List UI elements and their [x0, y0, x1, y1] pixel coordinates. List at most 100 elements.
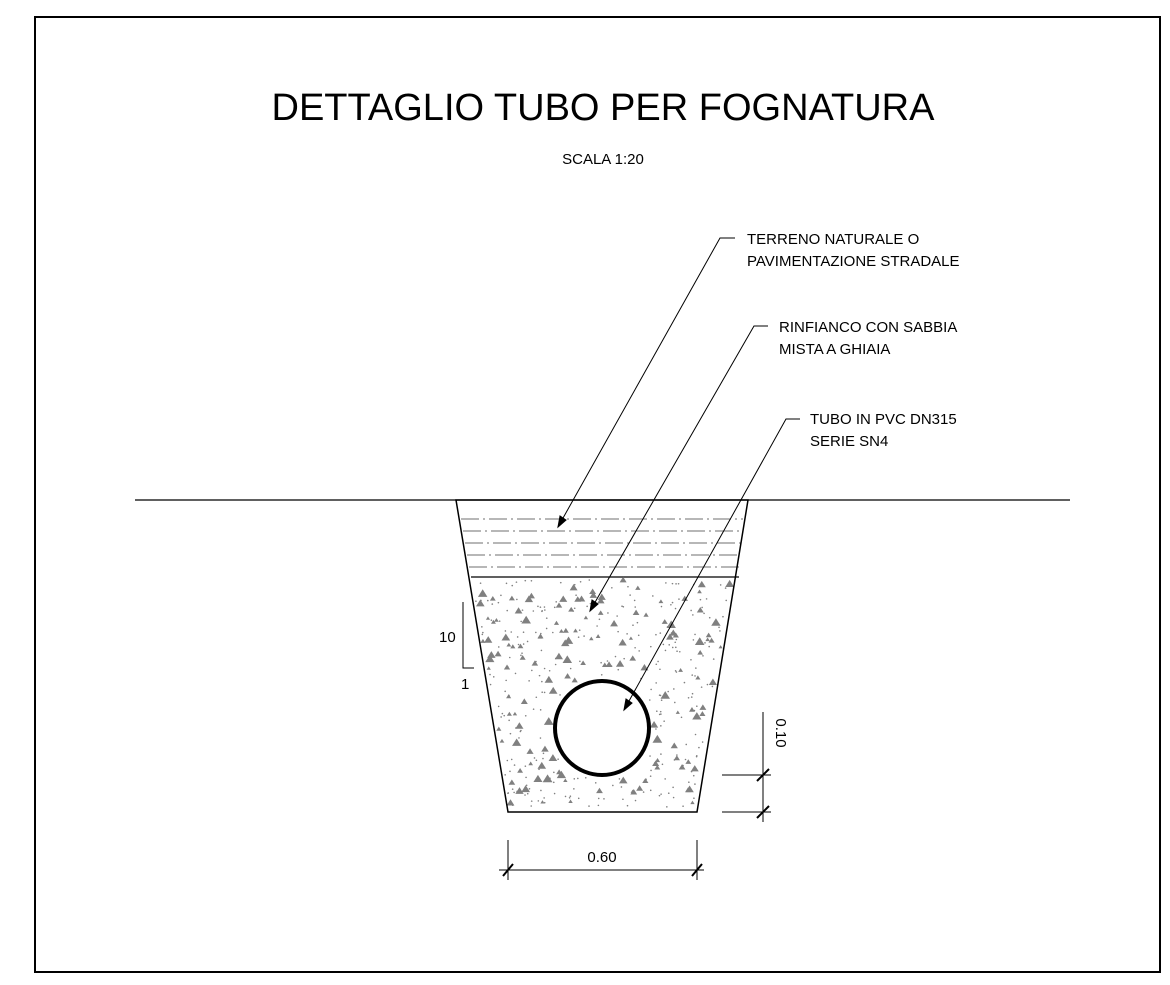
gravel-speck [692, 614, 694, 616]
gravel-speck [573, 607, 576, 610]
gravel-speck [699, 638, 701, 640]
gravel-speck [535, 696, 538, 699]
gravel-speck [724, 587, 727, 589]
gravel-speck [615, 660, 625, 667]
gravel-speck [655, 633, 657, 636]
gravel-speck [690, 659, 692, 661]
gravel-speck [690, 696, 693, 698]
gravel-speck [711, 618, 721, 626]
gravel-speck [597, 593, 606, 600]
gravel-speck [661, 763, 664, 766]
gravel-speck [654, 758, 661, 763]
gravel-speck [484, 636, 493, 643]
gravel-speck [632, 624, 634, 626]
gravel-speck [575, 594, 577, 597]
gravel-speck [642, 778, 649, 784]
gravel-speck [497, 646, 500, 648]
gravel-speck [690, 800, 695, 805]
gravel-speck [718, 645, 723, 649]
gravel-speck [667, 690, 669, 693]
gravel-speck [568, 796, 571, 799]
gravel-speck [626, 633, 628, 635]
gravel-speck [705, 598, 708, 600]
gravel-speck [650, 769, 652, 772]
gravel-speck [569, 667, 572, 670]
gravel-speck [543, 801, 546, 804]
gravel-speck [542, 752, 545, 755]
gravel-speck [583, 615, 589, 620]
gravel-speck [650, 645, 652, 648]
gravel-speck [504, 774, 506, 776]
gravel-speck [636, 621, 639, 624]
gravel-speck [623, 657, 625, 660]
gravel-speck [475, 599, 485, 607]
gravel-speck [580, 660, 586, 666]
gravel-speck [603, 798, 605, 800]
gravel-speck [520, 698, 528, 704]
gravel-speck [725, 599, 728, 602]
gravel-speck [660, 713, 662, 715]
gravel-speck [705, 637, 710, 642]
gravel-speck [535, 631, 537, 634]
gravel-speck [553, 792, 556, 795]
gravel-speck [477, 589, 488, 597]
gravel-speck [652, 734, 663, 743]
gravel-speck [568, 606, 575, 612]
gravel-speck [521, 609, 524, 611]
gravel-speck [695, 675, 701, 680]
gravel-speck [711, 685, 714, 688]
gravel-speck [541, 745, 549, 752]
gravel-speck [543, 606, 546, 608]
gravel-speck [694, 633, 696, 636]
gravel-speck [489, 683, 492, 686]
gravel-speck [696, 607, 704, 613]
gravel-speck [577, 797, 580, 800]
gravel-speck [528, 787, 531, 790]
gravel-speck [524, 765, 527, 767]
gravel-speck [512, 738, 522, 746]
gravel-speck [634, 646, 636, 649]
gravel-speck [670, 742, 678, 749]
gravel-speck [685, 743, 688, 746]
gravel-speck [511, 788, 514, 790]
gravel-speck [554, 663, 557, 666]
gravel-speck [649, 789, 652, 792]
gravel-speck [628, 636, 634, 640]
gravel-speck [510, 631, 513, 633]
gravel-speck [505, 679, 507, 682]
gravel-speck [559, 694, 561, 696]
gravel-speck [630, 789, 638, 795]
gravel-speck [649, 775, 652, 777]
gravel-speck [548, 686, 558, 694]
gravel-speck [524, 595, 534, 603]
gravel-speck [561, 639, 570, 647]
gravel-speck [688, 781, 690, 784]
gravel-speck [475, 600, 477, 603]
gravel-speck [690, 609, 692, 612]
gravel-speck [506, 759, 509, 762]
gravel-speck [643, 612, 649, 617]
gravel-speck [588, 805, 590, 807]
gravel-speck [514, 607, 523, 614]
gravel-speck [573, 788, 575, 790]
gravel-speck [698, 746, 700, 749]
gravel-speck [568, 799, 573, 803]
gravel-speck [553, 606, 556, 609]
gravel-speck [537, 761, 547, 769]
gravel-speck [632, 609, 640, 616]
gravel-speck [669, 629, 678, 636]
label-fill-line1: RINFIANCO CON SABBIA [779, 319, 957, 336]
gravel-speck [635, 585, 641, 590]
gravel-speck [507, 792, 509, 795]
gravel-speck [485, 654, 495, 663]
gravel-speck [671, 582, 674, 585]
gravel-speck [605, 661, 613, 667]
gravel-speck [508, 656, 511, 659]
gravel-speck [500, 716, 502, 718]
gravel-speck [503, 714, 506, 717]
gravel-speck [538, 674, 541, 677]
gravel-speck [542, 774, 553, 783]
gravel-speck [564, 673, 571, 679]
gravel-speck [660, 605, 663, 608]
